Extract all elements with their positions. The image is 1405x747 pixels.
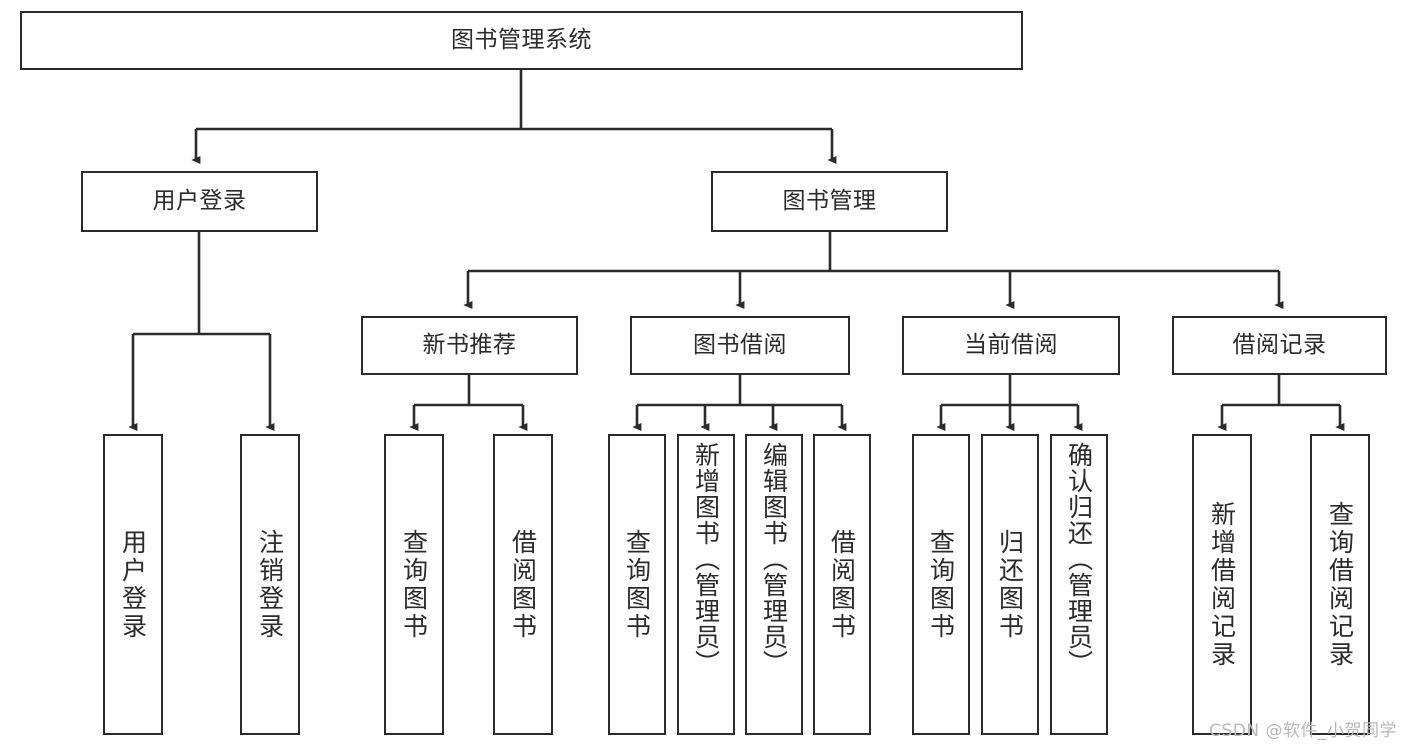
node-label: 查询图书 (926, 528, 956, 641)
leaf-edit-book[interactable]: 编辑图书（管理员） (745, 434, 803, 735)
leaf-borrow-book-recommend[interactable]: 借阅图书 (493, 434, 553, 735)
leaf-user-login[interactable]: 用户登录 (103, 434, 163, 735)
node-user-login[interactable]: 用户登录 (81, 171, 318, 232)
node-label: 当前借阅 (964, 331, 1058, 358)
leaf-query-book-borrow[interactable]: 查询图书 (608, 434, 666, 735)
node-label: 用户登录 (152, 187, 247, 214)
leaf-add-book[interactable]: 新增图书（管理员） (677, 434, 735, 735)
node-label: 确认归还（管理员） (1064, 442, 1094, 676)
node-label: 图书借阅 (693, 331, 787, 358)
node-label: 借阅图书 (827, 528, 857, 641)
node-book-manage[interactable]: 图书管理 (711, 171, 948, 232)
node-label: 编辑图书（管理员） (759, 442, 789, 676)
node-borrow-record[interactable]: 借阅记录 (1172, 316, 1387, 375)
node-label: 新增图书（管理员） (691, 442, 721, 676)
leaf-query-book-current[interactable]: 查询图书 (912, 434, 970, 735)
node-label: 注销登录 (255, 528, 285, 641)
node-label: 图书管理 (782, 187, 877, 214)
leaf-query-borrow-record[interactable]: 查询借阅记录 (1310, 434, 1370, 735)
node-label: 查询图书 (622, 528, 652, 641)
leaf-borrow-book-borrow[interactable]: 借阅图书 (813, 434, 871, 735)
node-label: 图书管理系统 (451, 26, 592, 53)
node-label: 查询图书 (399, 528, 429, 641)
leaf-logout[interactable]: 注销登录 (240, 434, 300, 735)
node-new-book-recommend[interactable]: 新书推荐 (361, 316, 578, 375)
node-root-system[interactable]: 图书管理系统 (20, 11, 1023, 70)
node-current-borrow[interactable]: 当前借阅 (902, 316, 1120, 375)
node-label: 借阅图书 (508, 528, 538, 641)
node-label: 新增借阅记录 (1207, 500, 1237, 669)
node-book-borrow[interactable]: 图书借阅 (630, 316, 850, 375)
node-label: 新书推荐 (422, 331, 517, 358)
leaf-return-book[interactable]: 归还图书 (981, 434, 1039, 735)
leaf-confirm-return[interactable]: 确认归还（管理员） (1050, 434, 1108, 735)
leaf-query-book-recommend[interactable]: 查询图书 (384, 434, 444, 735)
node-label: 归还图书 (995, 528, 1025, 641)
node-label: 借阅记录 (1232, 331, 1327, 358)
watermark: CSDN @软件_小贺同学 (1209, 721, 1397, 741)
node-label: 用户登录 (118, 528, 148, 641)
node-label: 查询借阅记录 (1325, 500, 1355, 669)
leaf-add-borrow-record[interactable]: 新增借阅记录 (1192, 434, 1252, 735)
